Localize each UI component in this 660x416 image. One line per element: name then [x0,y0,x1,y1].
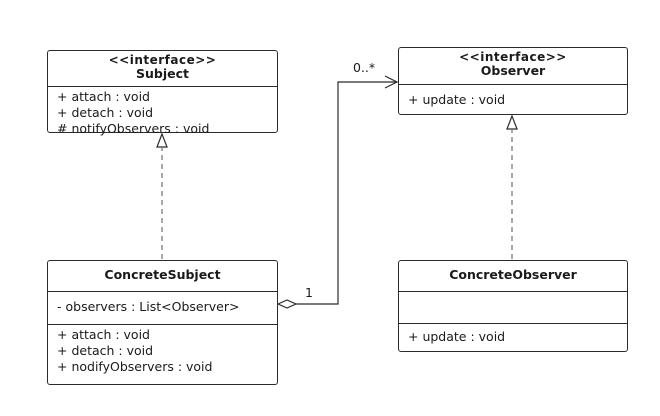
subject-method: + attach : void [57,89,150,104]
concrete-subject-class[interactable]: ConcreteSubject - observers : List<Obser… [47,260,278,385]
concrete-observer-attributes [399,292,627,323]
realization-arrowhead-observer [506,114,518,130]
concrete-observer-header: ConcreteObserver [399,261,627,292]
concrete-subject-attribute: - observers : List<Observer> [57,299,240,314]
subject-method: + detach : void [57,105,154,120]
observer-method: + update : void [408,92,506,107]
aggregation-line [296,81,397,305]
observer-stereotype: <<interface>> [459,50,567,64]
concrete-subject-methods: + attach : void + detach : void + nodify… [48,324,277,375]
concrete-observer-class[interactable]: ConcreteObserver + update : void [398,260,628,352]
concrete-subject-class-name: ConcreteSubject [104,267,221,282]
observer-class-name: Observer [480,63,546,78]
concrete-subject-header: ConcreteSubject [48,261,277,292]
subject-methods: + attach : void + detach : void # notify… [48,87,277,137]
observer-header: <<interface>> Observer [399,48,627,85]
realization-arrowhead-subject [156,132,168,148]
subject-header: <<interface>> Subject [48,51,277,87]
concrete-observer-class-name: ConcreteObserver [449,267,577,282]
concrete-subject-attributes: - observers : List<Observer> [48,292,277,324]
concrete-observer-method: + update : void [408,329,506,344]
subject-stereotype: <<interface>> [108,53,217,67]
association-target-multiplicity: 0..* [353,60,376,75]
subject-class[interactable]: <<interface>> Subject + attach : void + … [47,50,278,136]
association-arrowhead [384,75,399,89]
subject-method: # notifyObservers : void [57,121,210,136]
subject-class-name: Subject [136,66,189,81]
concrete-observer-methods: + update : void [399,323,627,345]
observer-methods: + update : void [399,85,627,108]
concrete-subject-method: + nodifyObservers : void [57,359,213,374]
observer-class[interactable]: <<interface>> Observer + update : void [398,47,628,115]
concrete-subject-method: + detach : void [57,343,154,358]
aggregation-diamond [276,299,298,309]
concrete-subject-method: + attach : void [57,327,150,342]
association-source-multiplicity: 1 [305,285,313,300]
